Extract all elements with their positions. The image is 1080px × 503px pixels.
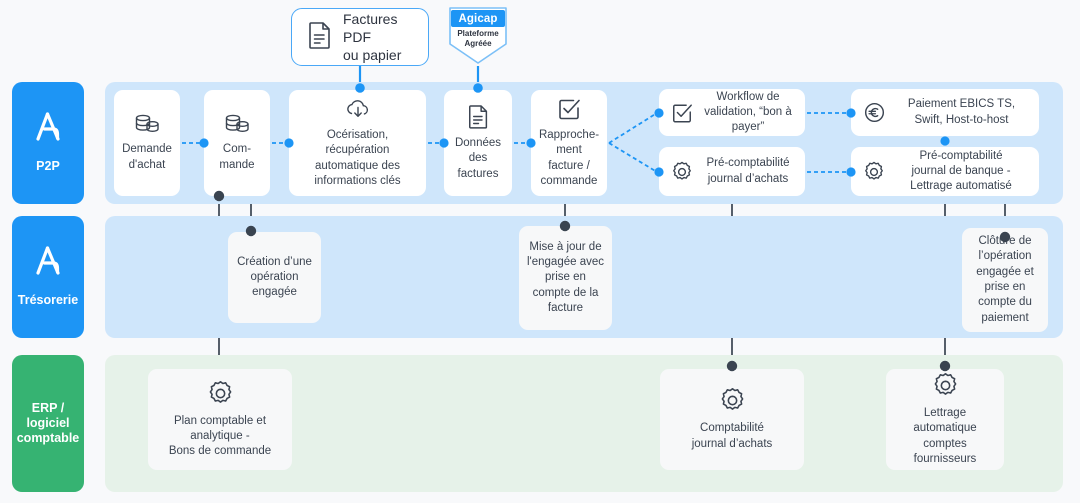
coins-stack-icon — [134, 113, 160, 135]
gear-icon — [932, 372, 959, 399]
card-label: Com-mande — [219, 143, 255, 171]
check-square-icon — [671, 102, 693, 124]
cloud-download-icon — [344, 97, 372, 121]
card-commande[interactable]: Com-mande — [204, 90, 270, 196]
gear-icon — [863, 161, 885, 183]
gear-icon — [671, 161, 693, 183]
card-label: Paiement EBICS TS,Swift, Host-to-host — [907, 98, 1016, 126]
euro-circle-icon — [863, 101, 886, 124]
rail-chip-tresorerie[interactable]: Trésorerie — [12, 216, 84, 338]
rail-label-p2p: P2P — [36, 158, 60, 173]
gear-icon — [719, 387, 746, 414]
gear-icon — [207, 380, 234, 407]
document-icon — [308, 21, 332, 54]
document-icon — [468, 104, 489, 129]
rail-chip-p2p[interactable]: P2P — [12, 82, 84, 204]
rail-label-tresorerie: Trésorerie — [17, 292, 79, 307]
badge-title: Agicap — [451, 10, 505, 27]
agicap-logo-icon — [32, 246, 64, 280]
card-paiement-ebics[interactable]: Paiement EBICS TS,Swift, Host-to-host — [851, 89, 1039, 136]
agicap-logo-icon — [32, 112, 64, 146]
check-square-icon — [557, 97, 581, 121]
coins-stack-icon — [224, 113, 250, 135]
